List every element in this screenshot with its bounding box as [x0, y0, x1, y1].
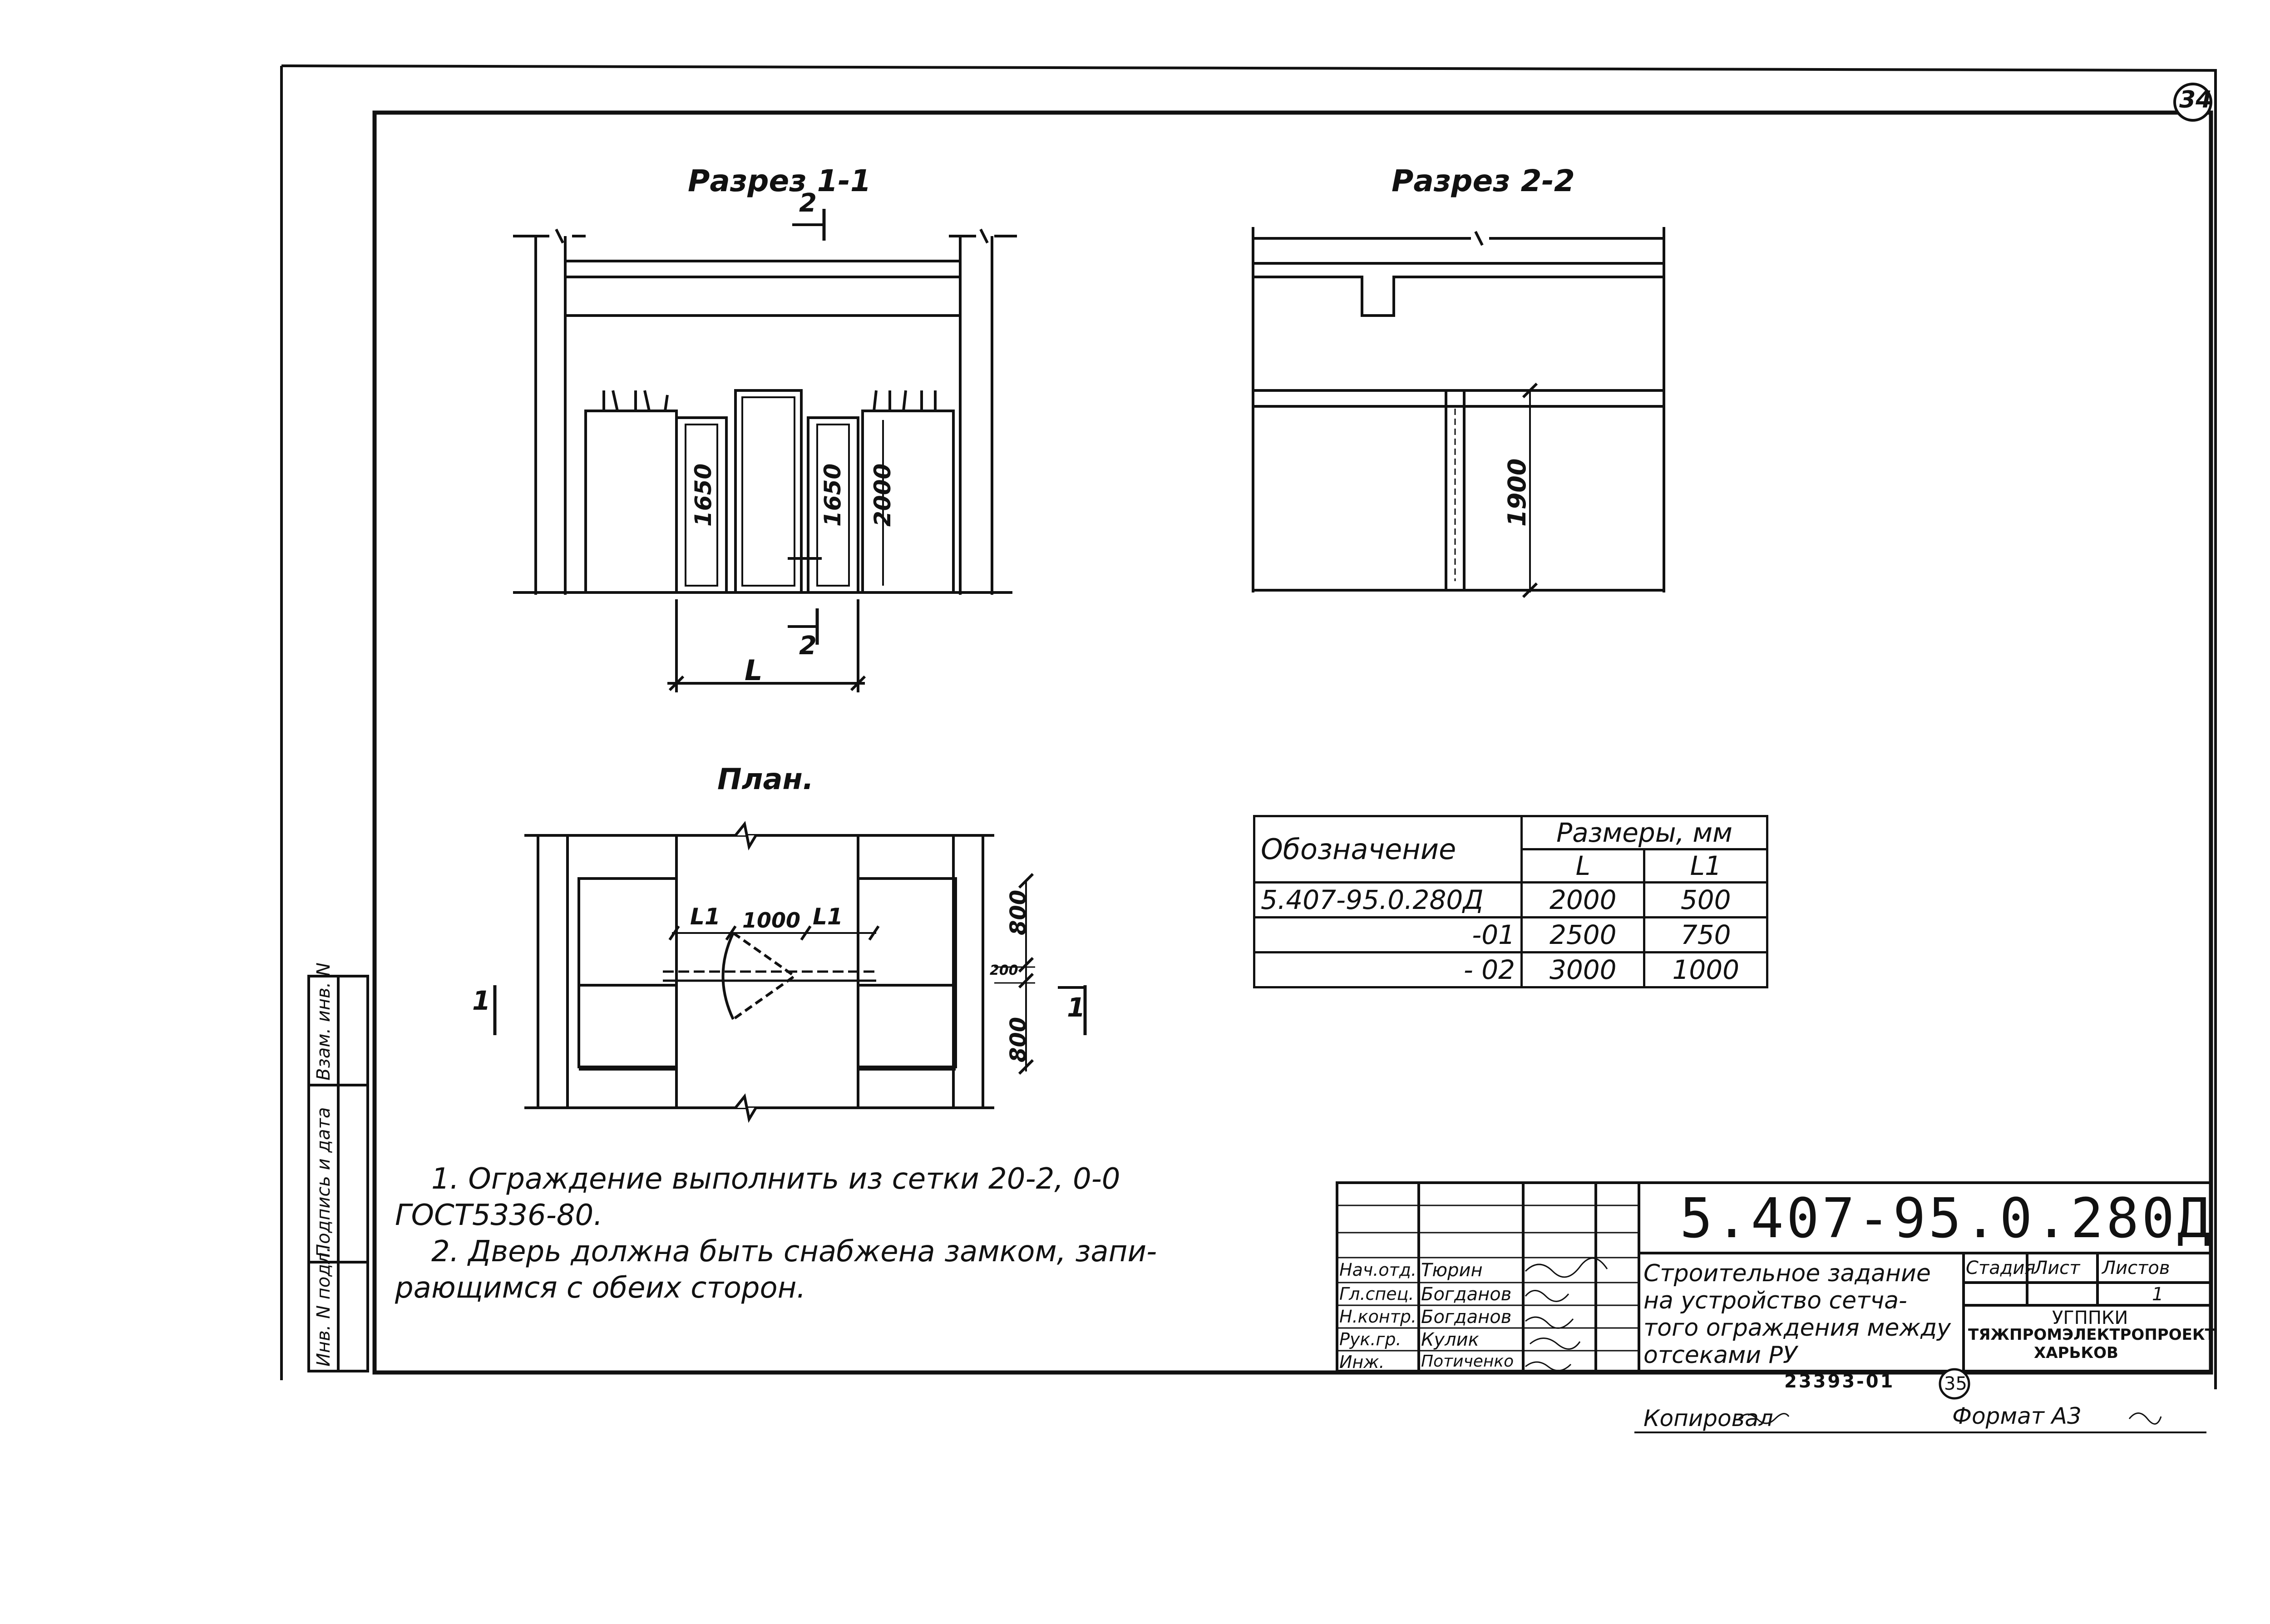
row-designation: 5.407-95.0.280Д: [1253, 881, 1523, 918]
org-line-3: ХАРЬКОВ: [2034, 1344, 2118, 1362]
signatures: [1525, 1257, 2162, 1425]
description-line-1: Строительное задание: [1643, 1260, 1931, 1287]
dim-1000: 1000: [742, 908, 801, 933]
dim-1900: 1900: [1503, 458, 1531, 527]
cut-mark-top-label: 2: [799, 188, 817, 218]
section-1-1-title: Разрез 1-1: [688, 163, 871, 198]
role-4: Рук.гр.: [1339, 1329, 1401, 1349]
row-L: 2000: [1520, 881, 1646, 918]
title-block-lines: [1336, 1181, 2212, 1372]
row-L: 3000: [1520, 951, 1646, 988]
sheet-number: 34: [2179, 86, 2212, 114]
dim-L1-left: L1: [690, 903, 720, 930]
dim-800-bottom: 800: [1006, 1017, 1031, 1062]
inv-number: 23393-01: [1784, 1371, 1895, 1392]
description-line-3: того ограждения между: [1643, 1314, 1951, 1342]
header-L: L: [1520, 848, 1646, 884]
name-2: Богданов: [1421, 1284, 1512, 1305]
description-line-4: отсеками РУ: [1643, 1342, 1797, 1369]
cut-mark-bottom-label: 2: [799, 631, 817, 661]
role-2: Гл.спец.: [1339, 1284, 1414, 1304]
format-label: Формат А3: [1952, 1403, 2082, 1429]
header-designation: Обозначение: [1253, 815, 1523, 884]
name-5: Потиченко: [1421, 1352, 1514, 1371]
name-4: Кулик: [1421, 1329, 1479, 1350]
section-2-2-drawing: [1252, 227, 1665, 598]
dim-2000: 2000: [869, 463, 896, 527]
copied-label: Копировал: [1643, 1405, 1773, 1431]
note-1-line-2: ГОСТ5336-80.: [395, 1199, 603, 1232]
cut-1-left: 1: [472, 985, 491, 1016]
table-row: 5.407-95.0.280Д 2000 500: [1253, 881, 1768, 918]
name-1: Тюрин: [1421, 1260, 1483, 1281]
name-3: Богданов: [1421, 1307, 1512, 1328]
page-circle: [1939, 1368, 1970, 1400]
plan-drawing: [493, 821, 1087, 1123]
table-row: - 02 3000 1000: [1253, 951, 1768, 988]
header-L1: L1: [1643, 848, 1768, 884]
plan-title: План.: [717, 763, 814, 796]
table-row: -01 2500 750: [1253, 916, 1768, 953]
page-circle-label: 35: [1944, 1373, 1967, 1394]
row-L1: 1000: [1643, 951, 1768, 988]
description-line-2: на устройство сетча-: [1643, 1287, 1907, 1314]
row-L1: 750: [1643, 916, 1768, 953]
row-L1: 500: [1643, 881, 1768, 918]
section-2-2-title: Разрез 2-2: [1392, 163, 1575, 198]
doc-number: 5.407-95.0.280Д: [1680, 1187, 2213, 1250]
row-designation: -01: [1253, 916, 1523, 953]
sheet-label: Лист: [2034, 1258, 2080, 1278]
dim-200: 200: [990, 963, 1018, 978]
side-stamp-col3: Взам. инв. N: [313, 963, 334, 1081]
side-stamp-col2: Подпись и дата: [313, 1107, 334, 1258]
dim-L: L: [745, 654, 763, 687]
row-L: 2500: [1520, 916, 1646, 953]
section-1-1-drawing: [513, 209, 1017, 692]
role-1: Нач.отд.: [1339, 1260, 1417, 1280]
org-line-2: ТЯЖПРОМЭЛЕКТРОПРОЕКТ: [1968, 1326, 2216, 1344]
role-3: Н.контр.: [1339, 1307, 1417, 1327]
row-designation: - 02: [1253, 951, 1523, 988]
spec-table: Обозначение Размеры, мм L L1 5.407-95.0.…: [1253, 815, 1768, 988]
header-sizes: Размеры, мм: [1520, 815, 1768, 850]
org-line-1: УГППКИ: [2052, 1308, 2128, 1328]
note-2-line-2: рающимся с обеих сторон.: [395, 1271, 806, 1305]
dim-800-top: 800: [1006, 889, 1031, 935]
note-1-line-1: 1. Ограждение выполнить из сетки 20-2, 0…: [431, 1162, 1120, 1196]
sheets-value: 1: [2152, 1284, 2164, 1305]
role-5: Инж.: [1339, 1352, 1385, 1372]
dim-L1-right: L1: [813, 903, 843, 930]
stage-label: Стадия: [1966, 1258, 2036, 1278]
sheet-number-circle: [2173, 83, 2212, 122]
note-2-line-1: 2. Дверь должна быть снабжена замком, за…: [431, 1235, 1157, 1269]
sheets-label: Листов: [2102, 1258, 2170, 1278]
dim-1650-right: 1650: [819, 463, 846, 527]
cut-1-right: 1: [1067, 992, 1086, 1023]
side-stamp-col1: Инв. N подл.: [313, 1246, 334, 1367]
dim-1650-left: 1650: [690, 463, 716, 527]
